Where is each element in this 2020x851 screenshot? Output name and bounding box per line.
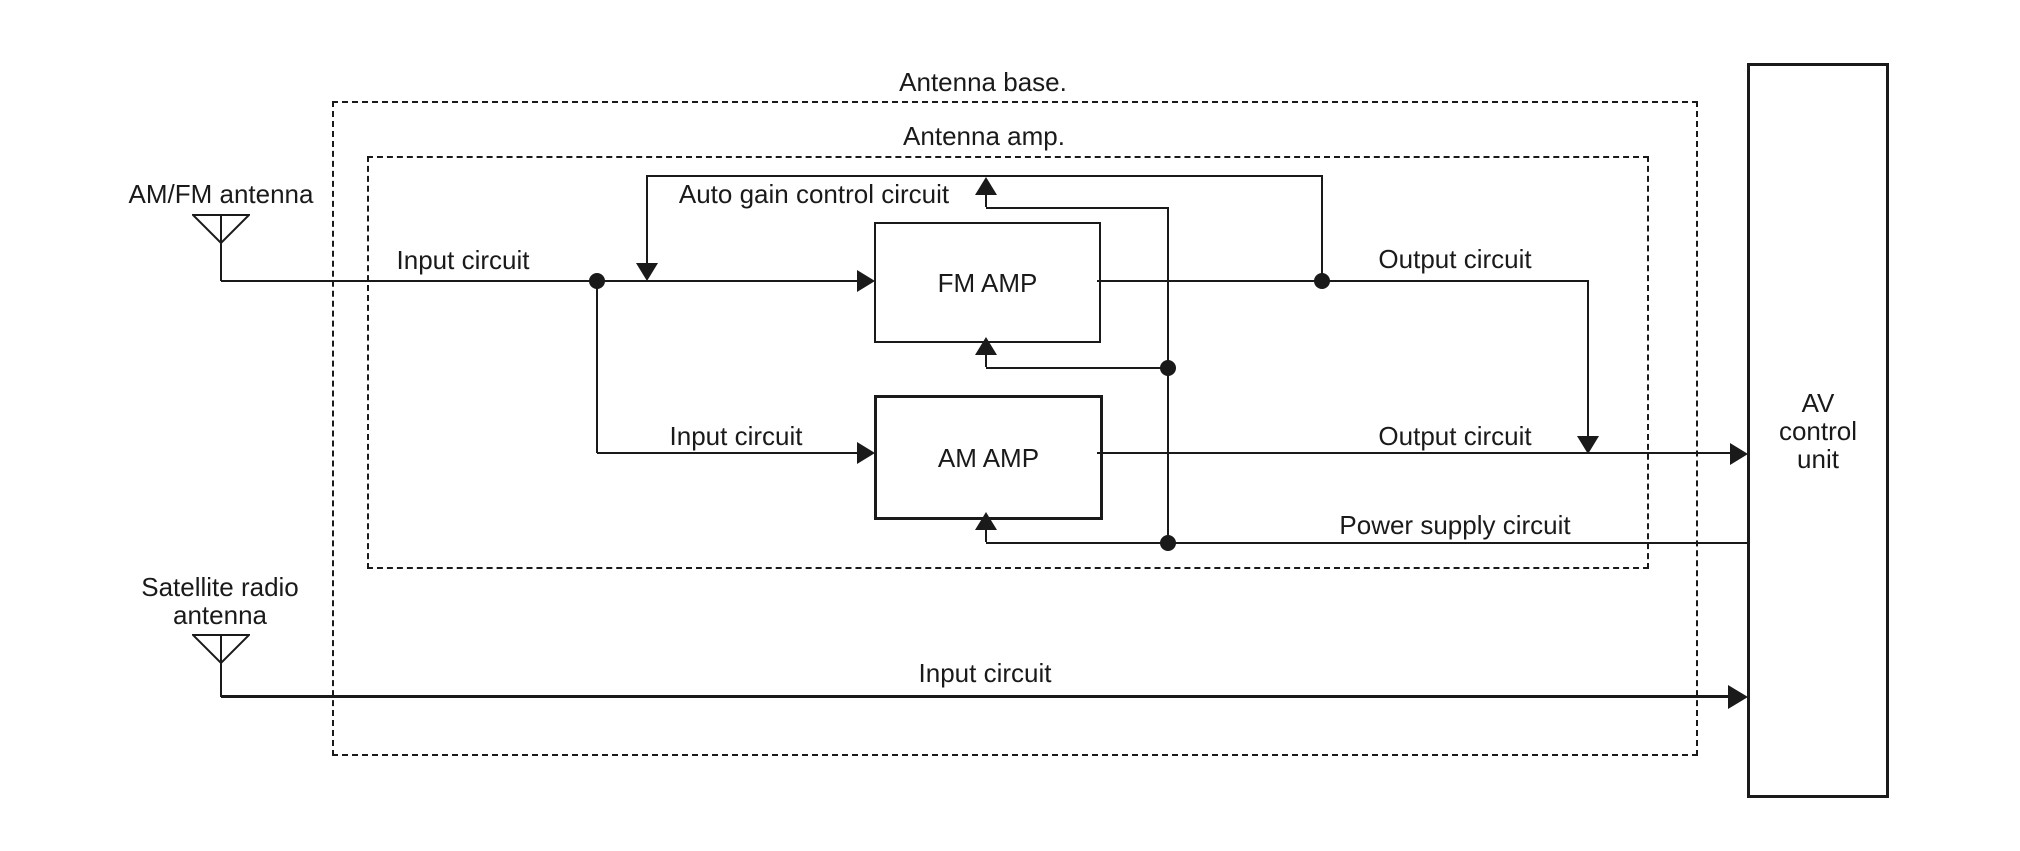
fm-input-arrowhead-icon	[857, 270, 875, 292]
antenna-amp-label: Antenna amp.	[903, 121, 1065, 151]
wire-input-split-drop	[596, 281, 598, 453]
output-to-av-arrowhead-icon	[1730, 443, 1748, 465]
wire-power-am-stub	[985, 529, 987, 542]
antenna-amp-boundary	[367, 156, 1649, 569]
av-control-unit-block: AV control unit	[1747, 63, 1889, 798]
am-input-arrowhead-icon	[857, 442, 875, 464]
wire-satellite-input	[221, 695, 1730, 698]
amfm-antenna-stem	[220, 243, 222, 281]
wire-power-agc-branch	[986, 207, 1169, 209]
amfm-antenna-icon	[192, 214, 250, 245]
power-to-fm-arrowhead-icon	[975, 337, 997, 355]
amfm-antenna-label: AM/FM antenna	[128, 179, 314, 209]
wire-power-supply	[986, 542, 1747, 544]
power-to-agc-arrowhead-icon	[975, 177, 997, 195]
fm-output-merge-arrowhead-icon	[1577, 436, 1599, 454]
wire-fm-output-drop	[1587, 281, 1589, 437]
fm-amp-label: FM AMP	[937, 267, 1038, 298]
wire-power-fm-stub	[985, 354, 987, 367]
satellite-to-av-arrowhead-icon	[1728, 685, 1748, 709]
antenna-base-boundary	[332, 101, 1698, 756]
am-input-circuit-label: Input circuit	[669, 421, 803, 451]
wire-am-output	[1097, 452, 1732, 454]
fm-amp-block: FM AMP	[874, 222, 1101, 343]
wire-power-agc-stub	[985, 194, 987, 207]
wire-am-input	[597, 452, 860, 454]
wire-fm-input	[221, 280, 860, 282]
junction-dot-power-fm	[1160, 360, 1176, 376]
am-amp-label: AM AMP	[937, 442, 1040, 473]
satellite-antenna-label: Satellite radio antenna	[141, 572, 299, 630]
fm-input-circuit-label: Input circuit	[396, 245, 530, 275]
am-output-circuit-label: Output circuit	[1378, 421, 1532, 451]
wire-auto-gain-riser	[1321, 176, 1323, 281]
am-amp-block: AM AMP	[874, 395, 1103, 520]
auto-gain-arrowhead-icon	[636, 263, 658, 281]
satellite-input-circuit-label: Input circuit	[918, 658, 1052, 688]
power-supply-circuit-label: Power supply circuit	[1339, 510, 1571, 540]
satellite-antenna-icon	[192, 634, 250, 665]
power-to-am-arrowhead-icon	[975, 512, 997, 530]
wire-fm-output	[1097, 280, 1589, 282]
junction-dot-fm-output	[1314, 273, 1330, 289]
satellite-antenna-stem	[220, 663, 222, 697]
antenna-base-label: Antenna base.	[899, 67, 1067, 97]
wire-power-fm-branch	[986, 367, 1169, 369]
wire-auto-gain-drop	[646, 176, 648, 264]
av-control-unit-label: AV control unit	[1778, 387, 1858, 474]
fm-output-circuit-label: Output circuit	[1378, 244, 1532, 274]
junction-dot-power-main	[1160, 535, 1176, 551]
wire-auto-gain-top	[646, 175, 1323, 177]
auto-gain-control-label: Auto gain control circuit	[678, 179, 950, 209]
